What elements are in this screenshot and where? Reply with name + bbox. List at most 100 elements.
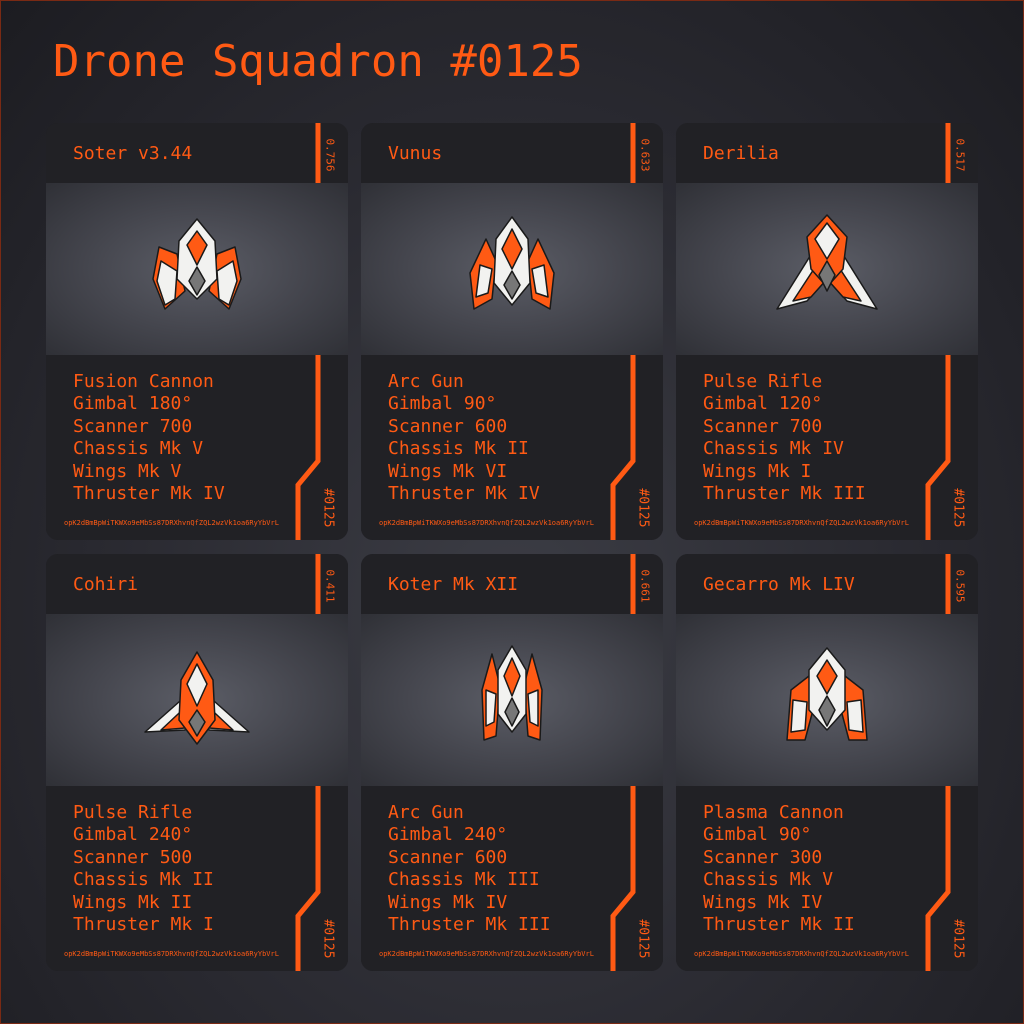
drone-name: Derilia: [703, 143, 779, 164]
spec-item: Wings Mk IV: [703, 891, 823, 913]
drone-seed-code: opK2dBmBpWiTKWXo9eMbSs87DRXhvnQfZQL2wzVk…: [694, 519, 909, 527]
ship-hull-stripe: [814, 222, 840, 260]
spec-item: Pulse Rifle: [73, 802, 193, 823]
ship-hull-stripe: [186, 663, 208, 707]
spec-item: Thruster Mk II: [703, 914, 855, 936]
drone-name: Cohiri: [73, 574, 139, 595]
spec-item: Chassis Mk II: [73, 869, 214, 891]
card-header: [46, 123, 348, 183]
spec-item: Chassis Mk II: [388, 438, 529, 460]
ship-art-panel: [676, 614, 978, 786]
spec-item: Wings Mk I: [703, 460, 812, 482]
drone-score: 0.661: [638, 569, 652, 603]
ship-cockpit: [818, 695, 836, 727]
drone-seed-code: opK2dBmBpWiTKWXo9eMbSs87DRXhvnQfZQL2wzVk…: [379, 950, 594, 958]
page-title: Drone Squadron #0125: [53, 36, 583, 87]
drone-ship-icon: [144, 651, 250, 745]
spec-item: Wings Mk II: [73, 891, 193, 913]
spec-item: Thruster Mk III: [388, 914, 551, 936]
spec-item: Wings Mk VI: [388, 460, 508, 482]
drone-score: 0.756: [323, 138, 337, 172]
spec-item: Scanner 700: [703, 415, 823, 437]
drone-name: Koter Mk XII: [388, 574, 519, 595]
spec-item: Gimbal 240°: [388, 824, 508, 846]
spec-item: Chassis Mk III: [388, 869, 540, 891]
card-header: [676, 554, 978, 614]
ship-cockpit: [503, 270, 521, 300]
spec-item: Wings Mk V: [73, 460, 182, 482]
ship-hull-stripe: [501, 228, 523, 270]
drone-seed-code: opK2dBmBpWiTKWXo9eMbSs87DRXhvnQfZQL2wzVk…: [64, 950, 279, 958]
spec-item: Thruster Mk IV: [73, 483, 225, 505]
spec-item: Pulse Rifle: [703, 371, 823, 392]
drone-seed-code: opK2dBmBpWiTKWXo9eMbSs87DRXhvnQfZQL2wzVk…: [694, 950, 909, 958]
drone-score: 0.517: [953, 138, 967, 172]
spec-item: Arc Gun: [388, 802, 464, 823]
spec-item: Fusion Cannon: [73, 371, 214, 392]
spec-item: Arc Gun: [388, 371, 464, 392]
drone-squadron-id: #0125: [320, 488, 336, 528]
spec-item: Gimbal 240°: [73, 824, 193, 846]
ship-art-panel: [46, 183, 348, 355]
spec-item: Chassis Mk V: [73, 438, 204, 460]
ship-wing-stripe-right: [846, 699, 864, 733]
drone-squadron-id: #0125: [635, 919, 651, 959]
drone-ship-icon: [469, 216, 555, 310]
spec-item: Gimbal 90°: [388, 393, 497, 415]
spec-item: Scanner 600: [388, 846, 508, 868]
spec-item: Thruster Mk I: [73, 914, 214, 936]
spec-item: Scanner 500: [73, 846, 193, 868]
ship-wing-stripe-left: [475, 264, 493, 298]
spec-item: Gimbal 180°: [73, 393, 193, 415]
spec-item: Gimbal 120°: [703, 393, 823, 415]
drone-seed-code: opK2dBmBpWiTKWXo9eMbSs87DRXhvnQfZQL2wzVk…: [64, 519, 279, 527]
spec-item: Chassis Mk IV: [703, 438, 844, 460]
spec-item: Scanner 300: [703, 846, 823, 868]
spec-item: Scanner 700: [73, 415, 193, 437]
drone-score: 0.411: [323, 569, 337, 603]
ship-cockpit: [188, 266, 206, 296]
ship-art-panel: [361, 614, 663, 786]
drone-name: Gecarro Mk LIV: [703, 574, 855, 595]
spec-item: Scanner 600: [388, 415, 508, 437]
ship-hull-stripe: [816, 659, 838, 695]
drone-ship-icon: [786, 647, 868, 741]
ship-wing-stripe-right: [531, 264, 549, 298]
card-header: [46, 554, 348, 614]
drone-seed-code: opK2dBmBpWiTKWXo9eMbSs87DRXhvnQfZQL2wzVk…: [379, 519, 594, 527]
ship-hull-stripe: [186, 230, 208, 266]
spec-item: Wings Mk IV: [388, 891, 508, 913]
card-header: [676, 123, 978, 183]
ship-cockpit: [188, 709, 206, 737]
spec-item: Thruster Mk III: [703, 483, 866, 505]
drone-name: Vunus: [388, 143, 443, 164]
card-header: [361, 123, 663, 183]
drone-squadron-id: #0125: [635, 488, 651, 528]
spec-item: Thruster Mk IV: [388, 483, 540, 505]
ship-wing-stripe-left: [156, 260, 178, 306]
drone-score: 0.595: [953, 569, 967, 603]
ship-wing-stripe-left: [485, 689, 497, 727]
ship-cockpit: [504, 697, 520, 727]
drone-name: Soter v3.44: [73, 143, 193, 164]
ship-art-panel: [676, 183, 978, 355]
drone-ship-icon: [776, 214, 878, 310]
spec-item: Chassis Mk V: [703, 869, 834, 891]
ship-art-panel: [361, 183, 663, 355]
ship-wing-stripe-left: [790, 699, 808, 733]
card-header: [361, 554, 663, 614]
spec-item: Gimbal 90°: [703, 824, 812, 846]
